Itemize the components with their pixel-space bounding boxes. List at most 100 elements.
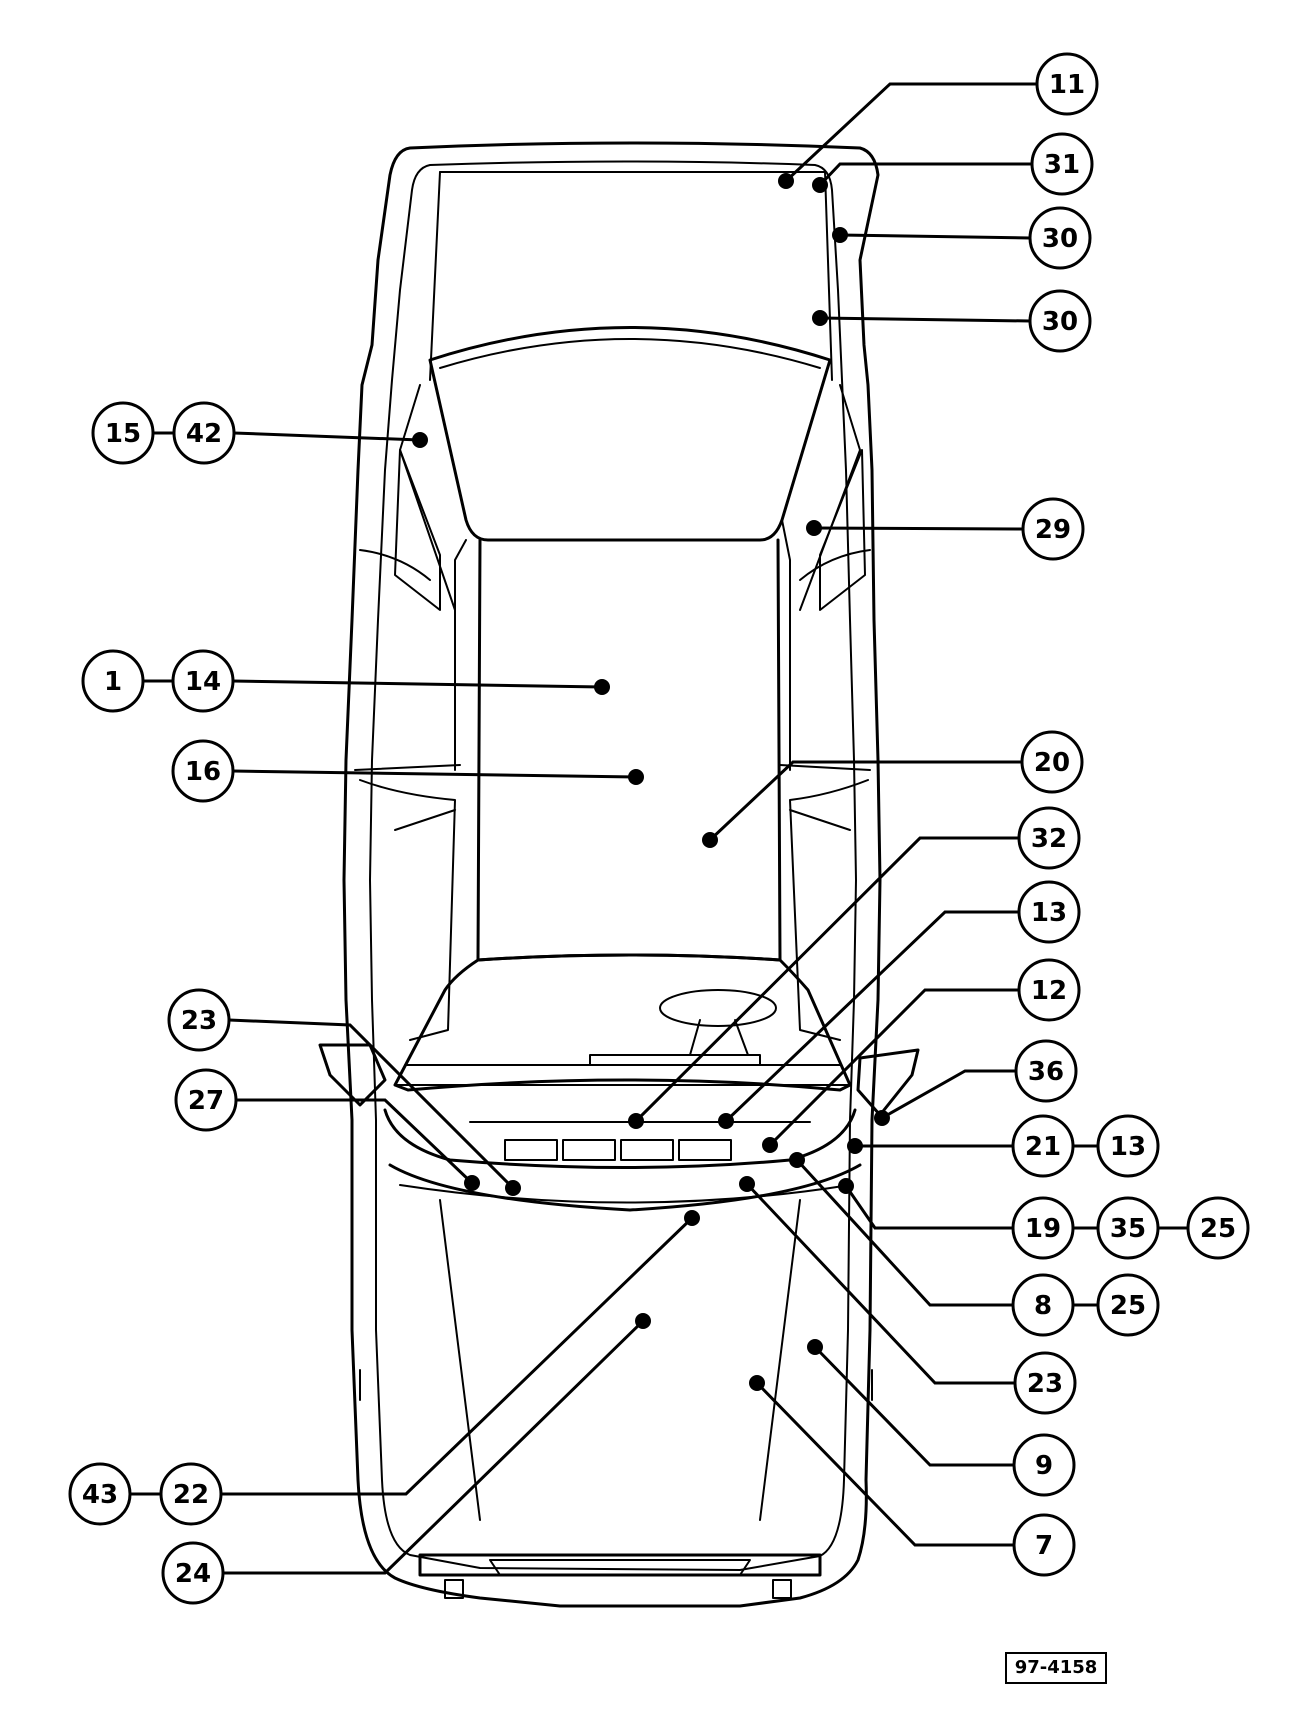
location-dot-c13a	[718, 1113, 734, 1129]
callout-circle	[1020, 730, 1084, 794]
callout-c23b-0: 23	[1013, 1351, 1077, 1415]
callout-number: 36	[1028, 1057, 1064, 1087]
callout-c23a-0: 23	[167, 988, 231, 1052]
callout-circle	[1014, 1039, 1078, 1103]
callout-c1-14-1: 14	[171, 649, 235, 713]
location-dot-c31	[812, 177, 828, 193]
leader-line-c30a	[839, 233, 1031, 240]
callout-number: 16	[185, 757, 221, 787]
callout-circle	[167, 988, 231, 1052]
callout-number: 42	[186, 419, 222, 449]
leader-line-c7	[755, 1381, 1014, 1547]
callout-number: 12	[1031, 976, 1067, 1006]
callout-number: 14	[185, 667, 221, 697]
callout-circle	[171, 649, 235, 713]
leader-line-c19-35-25	[844, 1185, 1013, 1230]
location-dot-c8-25	[789, 1152, 805, 1168]
location-dot-c32	[628, 1113, 644, 1129]
location-dot-c7	[749, 1375, 765, 1391]
callout-circle	[1096, 1196, 1160, 1260]
callout-c36-0: 36	[1014, 1039, 1078, 1103]
leader-lines	[130, 82, 1188, 1575]
leader-line-c1-14	[232, 679, 603, 689]
callout-number: 25	[1200, 1214, 1236, 1244]
callout-number: 1	[104, 667, 122, 697]
callout-c7-0: 7	[1012, 1513, 1076, 1577]
leader-line-c30b	[819, 316, 1031, 323]
callout-number: 30	[1042, 307, 1078, 337]
callout-c19-35-25-0: 19	[1011, 1196, 1075, 1260]
callout-c19-35-25-1: 35	[1096, 1196, 1160, 1260]
callout-number: 23	[181, 1006, 217, 1036]
callout-number: 13	[1110, 1132, 1146, 1162]
location-dot-c43-22	[684, 1210, 700, 1226]
location-dot-c27	[464, 1175, 480, 1191]
leader-line-c9	[813, 1345, 1014, 1467]
callout-c21-13-0: 21	[1011, 1114, 1075, 1178]
callout-c1-14-0: 1	[81, 649, 145, 713]
callout-circle	[1017, 958, 1081, 1022]
callout-circle	[159, 1462, 223, 1526]
location-dot-c16	[628, 769, 644, 785]
callout-c13a-0: 13	[1017, 880, 1081, 944]
callout-c8-25-1: 25	[1096, 1273, 1160, 1337]
callout-number: 31	[1044, 150, 1080, 180]
callout-number: 22	[173, 1480, 209, 1510]
callout-circle	[81, 649, 145, 713]
callout-circle	[1096, 1114, 1160, 1178]
leader-line-c13a	[724, 910, 1019, 1123]
callout-circle	[1017, 880, 1081, 944]
location-dot-c23b	[739, 1176, 755, 1192]
callout-c12-0: 12	[1017, 958, 1081, 1022]
callout-c27-0: 27	[174, 1068, 238, 1132]
callout-c19-35-25-2: 25	[1186, 1196, 1250, 1260]
leader-line-c31	[818, 162, 1032, 187]
callout-c20-0: 20	[1020, 730, 1084, 794]
callout-circle	[1096, 1273, 1160, 1337]
location-dot-c19-35-25	[838, 1178, 854, 1194]
callout-circle	[1028, 289, 1092, 353]
leader-line-c36	[881, 1069, 1016, 1120]
car-top-view-outline	[318, 141, 920, 1608]
callout-number: 27	[188, 1086, 224, 1116]
callout-number: 25	[1110, 1291, 1146, 1321]
callout-c8-25-0: 8	[1011, 1273, 1075, 1337]
leader-line-c16	[232, 769, 637, 779]
callout-circle	[1011, 1114, 1075, 1178]
leader-line-c24	[223, 1319, 645, 1575]
location-dot-c30a	[832, 227, 848, 243]
callout-number: 35	[1110, 1214, 1146, 1244]
callout-number: 24	[175, 1559, 211, 1589]
callout-number: 32	[1031, 824, 1067, 854]
callout-c29-0: 29	[1021, 497, 1085, 561]
callout-c15-42-0: 15	[91, 401, 155, 465]
callout-circle	[174, 1068, 238, 1132]
leader-line-c27	[236, 1098, 474, 1185]
callout-circle	[161, 1541, 225, 1605]
location-dot-c20	[702, 832, 718, 848]
callout-circle	[1035, 52, 1099, 116]
callout-number: 20	[1034, 748, 1070, 778]
callout-circle	[172, 401, 236, 465]
leader-line-c8-25	[795, 1158, 1013, 1307]
callout-number: 19	[1025, 1214, 1061, 1244]
callout-circle	[1012, 1433, 1076, 1497]
location-dot-c11	[778, 173, 794, 189]
leader-line-c32	[634, 836, 1019, 1123]
callout-circle	[91, 401, 155, 465]
callout-number: 29	[1035, 515, 1071, 545]
callout-circle	[1011, 1273, 1075, 1337]
callout-circle	[1011, 1196, 1075, 1260]
callout-number: 21	[1025, 1132, 1061, 1162]
callout-number: 30	[1042, 224, 1078, 254]
location-dot-c24	[635, 1313, 651, 1329]
location-dots	[412, 173, 890, 1391]
location-dot-c30b	[812, 310, 828, 326]
callout-circle	[1021, 497, 1085, 561]
location-dot-c12	[762, 1137, 778, 1153]
callout-number: 23	[1027, 1369, 1063, 1399]
callout-circle	[1017, 806, 1081, 870]
callout-c16-0: 16	[171, 739, 235, 803]
location-dot-c29	[806, 520, 822, 536]
